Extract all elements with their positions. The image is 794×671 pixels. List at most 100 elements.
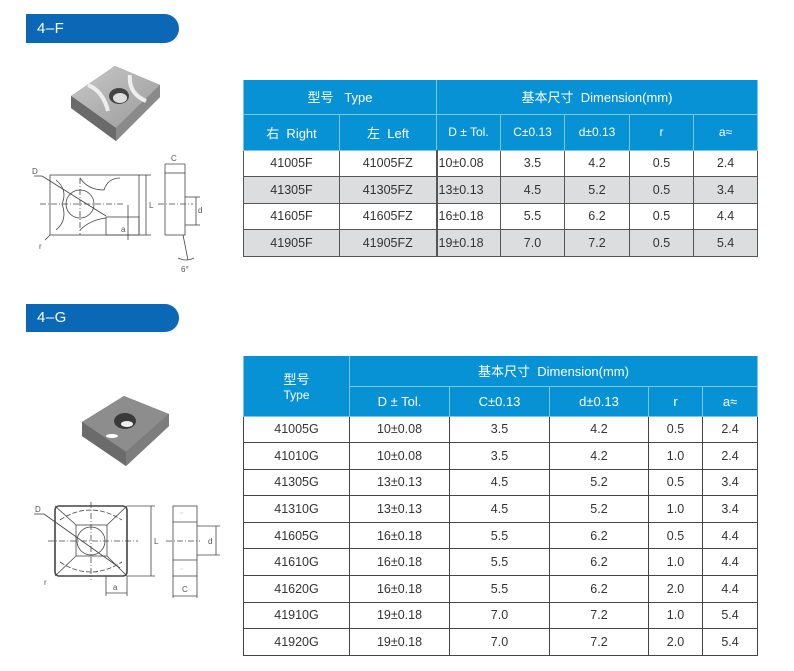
header-type: 型号 Type <box>243 80 437 115</box>
col-r: r <box>629 113 694 151</box>
cell: 16±0.18 <box>349 575 450 603</box>
label-a: a <box>121 225 126 234</box>
cell: 2.4 <box>692 149 759 177</box>
col-a: a≈ <box>692 113 759 151</box>
cell: 5.4 <box>701 601 759 630</box>
label-a: a <box>113 583 118 592</box>
cell: 41605G <box>243 521 350 550</box>
header-dimension: 基本尺寸 Dimension(mm) <box>435 80 759 115</box>
cell: 41610G <box>243 548 350 577</box>
cell: 3.5 <box>449 442 550 470</box>
cell: 13±0.13 <box>435 176 501 204</box>
cell: 4.5 <box>449 468 550 497</box>
cell: 19±0.18 <box>349 628 450 656</box>
cell: 7.2 <box>564 229 630 257</box>
header-dimension: 基本尺寸 Dimension(mm) <box>348 356 759 387</box>
table-row: 41605F 41605FZ 16±0.18 5.5 6.2 0.5 4.4 <box>243 202 759 230</box>
cell: 6.2 <box>549 548 649 577</box>
label-L: L <box>154 537 159 546</box>
header-type-en: Type <box>283 388 310 403</box>
label-angle: 6° <box>181 265 189 274</box>
cell: 0.5 <box>629 149 694 177</box>
cell: 41605F <box>243 202 340 230</box>
cell: 6.2 <box>549 521 649 550</box>
cell: 41305F <box>243 176 340 204</box>
cell: 3.5 <box>449 415 550 444</box>
cell: 7.0 <box>500 229 565 257</box>
col-d: d±0.13 <box>549 385 649 417</box>
cell: 2.4 <box>701 415 759 444</box>
cell: 41005G <box>243 415 350 444</box>
insert-4g-technical-drawing: ::: ::: D r a L C d <box>34 502 220 598</box>
cell: 7.0 <box>449 628 550 656</box>
insert-4f-3d-render <box>71 66 160 141</box>
cell: 5.5 <box>449 575 550 603</box>
cell: 0.5 <box>629 202 694 230</box>
cell: 5.4 <box>692 229 759 257</box>
cell: 1.0 <box>648 495 703 523</box>
col-left: 左 Left <box>339 113 437 151</box>
section-title-4g: 4–G <box>26 304 179 332</box>
label-L: L <box>149 201 154 210</box>
cell: 5.2 <box>549 468 649 497</box>
cell: 41905FZ <box>339 229 437 257</box>
label-r: r <box>44 578 47 587</box>
spec-table-4f: 型号 Type 基本尺寸 Dimension(mm) 右 Right 左 Lef… <box>243 80 759 257</box>
cell: 4.4 <box>701 548 759 577</box>
insert-4f-technical-drawing: D r a L C d 6° <box>32 154 202 274</box>
cell: 4.2 <box>549 442 649 470</box>
cell: 0.5 <box>629 229 694 257</box>
cell: 0.5 <box>648 468 703 497</box>
label-d: d <box>198 206 202 215</box>
cell: 7.2 <box>549 628 649 656</box>
cell: 3.4 <box>692 176 759 204</box>
cell: 2.0 <box>648 575 703 603</box>
cell: 41605FZ <box>339 202 437 230</box>
cell: 16±0.18 <box>349 521 450 550</box>
cell: 4.2 <box>564 149 630 177</box>
cell: 19±0.18 <box>435 229 501 257</box>
cell: 41920G <box>243 628 350 656</box>
svg-text::::: ::: <box>180 566 183 571</box>
cell: 41910G <box>243 601 350 630</box>
table-row: 41305F 41305FZ 13±0.13 4.5 5.2 0.5 3.4 <box>243 176 759 204</box>
cell: 41005F <box>243 149 340 177</box>
col-d-tol: D ± Tol. <box>349 385 450 417</box>
cell: 4.5 <box>500 176 565 204</box>
cell: 0.5 <box>648 521 703 550</box>
cell: 41305FZ <box>339 176 437 204</box>
cell: 3.4 <box>701 468 759 497</box>
cell: 19±0.18 <box>349 601 450 630</box>
section-title-4f: 4–F <box>26 14 179 43</box>
cell: 0.5 <box>648 415 703 444</box>
spec-table-4g: 型号 Type 基本尺寸 Dimension(mm) D ± Tol. C±0.… <box>243 356 759 656</box>
cell: 5.4 <box>701 628 759 656</box>
col-c: C±0.13 <box>500 113 565 151</box>
col-right: 右 Right <box>243 113 340 151</box>
cell: 1.0 <box>648 442 703 470</box>
header-type: 型号 Type <box>243 356 350 417</box>
label-C: C <box>182 585 188 594</box>
cell: 3.5 <box>500 149 565 177</box>
cell: 16±0.18 <box>349 548 450 577</box>
cell: 41905F <box>243 229 340 257</box>
cell: 10±0.08 <box>349 442 450 470</box>
insert-4g-3d-render <box>82 396 169 466</box>
cell: 4.4 <box>701 521 759 550</box>
cell: 41005FZ <box>339 149 437 177</box>
cell: 0.5 <box>629 176 694 204</box>
cell: 2.0 <box>648 628 703 656</box>
cell: 10±0.08 <box>435 149 501 177</box>
cell: 3.4 <box>701 495 759 523</box>
col-r: r <box>648 385 703 417</box>
header-type-cn: 型号 <box>283 372 310 388</box>
cell: 4.5 <box>449 495 550 523</box>
label-C: C <box>171 154 177 163</box>
svg-text::::: ::: <box>180 510 183 515</box>
cell: 5.2 <box>549 495 649 523</box>
